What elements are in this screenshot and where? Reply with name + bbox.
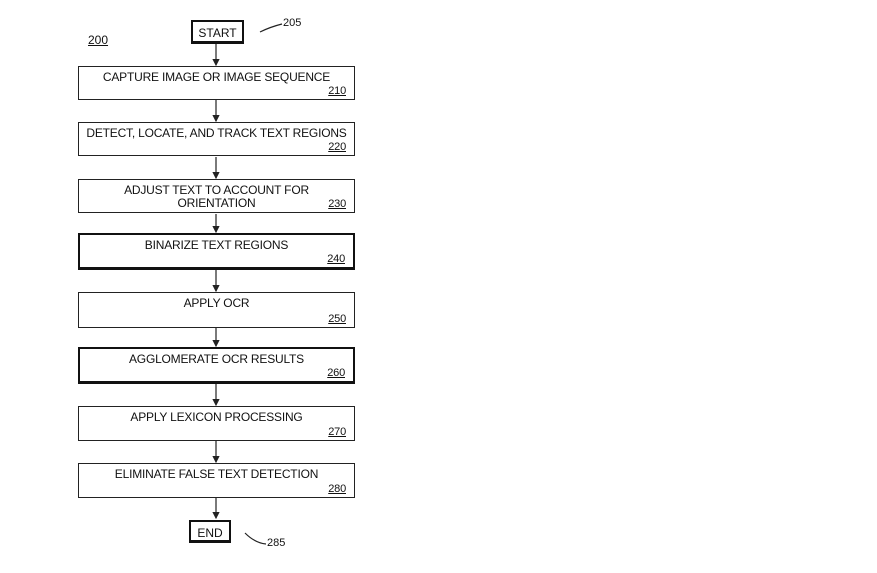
step-260-number: 260 — [327, 367, 345, 379]
step-210-number: 210 — [328, 85, 346, 97]
end-ref-number: 285 — [267, 537, 286, 549]
step-240-label: BINARIZE TEXT REGIONS — [144, 238, 289, 252]
step-270-label: APPLY LEXICON PROCESSING — [130, 410, 303, 424]
step-260-box: AGGLOMERATE OCR RESULTS 260 — [78, 347, 355, 384]
step-250-number: 250 — [328, 313, 346, 325]
step-210-label: CAPTURE IMAGE OR IMAGE SEQUENCE — [102, 70, 331, 84]
step-210-box: CAPTURE IMAGE OR IMAGE SEQUENCE 210 — [78, 66, 355, 100]
step-230-label: ADJUST TEXT TO ACCOUNT FOR ORIENTATION — [124, 183, 309, 210]
step-230-number: 230 — [328, 198, 346, 210]
leader-line-285 — [244, 532, 267, 545]
step-230-box: ADJUST TEXT TO ACCOUNT FOR ORIENTATION 2… — [78, 179, 355, 213]
step-270-number: 270 — [328, 426, 346, 438]
step-260-label: AGGLOMERATE OCR RESULTS — [129, 352, 304, 366]
step-220-label: DETECT, LOCATE, AND TRACK TEXT REGIONS — [86, 126, 347, 140]
step-240-number: 240 — [327, 253, 345, 265]
step-250-label: APPLY OCR — [183, 296, 250, 310]
step-280-box: ELIMINATE FALSE TEXT DETECTION 280 — [78, 463, 355, 498]
start-ref-number: 205 — [283, 17, 302, 29]
step-270-box: APPLY LEXICON PROCESSING 270 — [78, 406, 355, 441]
end-label: END — [197, 526, 223, 540]
step-250-box: APPLY OCR 250 — [78, 292, 355, 328]
start-label: START — [198, 26, 237, 40]
end-terminal: END — [189, 520, 231, 543]
step-240-box: BINARIZE TEXT REGIONS 240 — [78, 233, 355, 270]
step-280-label: ELIMINATE FALSE TEXT DETECTION — [114, 467, 319, 481]
start-terminal: START — [191, 20, 244, 44]
step-220-number: 220 — [328, 141, 346, 153]
step-220-box: DETECT, LOCATE, AND TRACK TEXT REGIONS 2… — [78, 122, 355, 156]
figure-number: 200 — [88, 33, 109, 47]
leader-line-205 — [259, 23, 283, 33]
step-280-number: 280 — [328, 483, 346, 495]
